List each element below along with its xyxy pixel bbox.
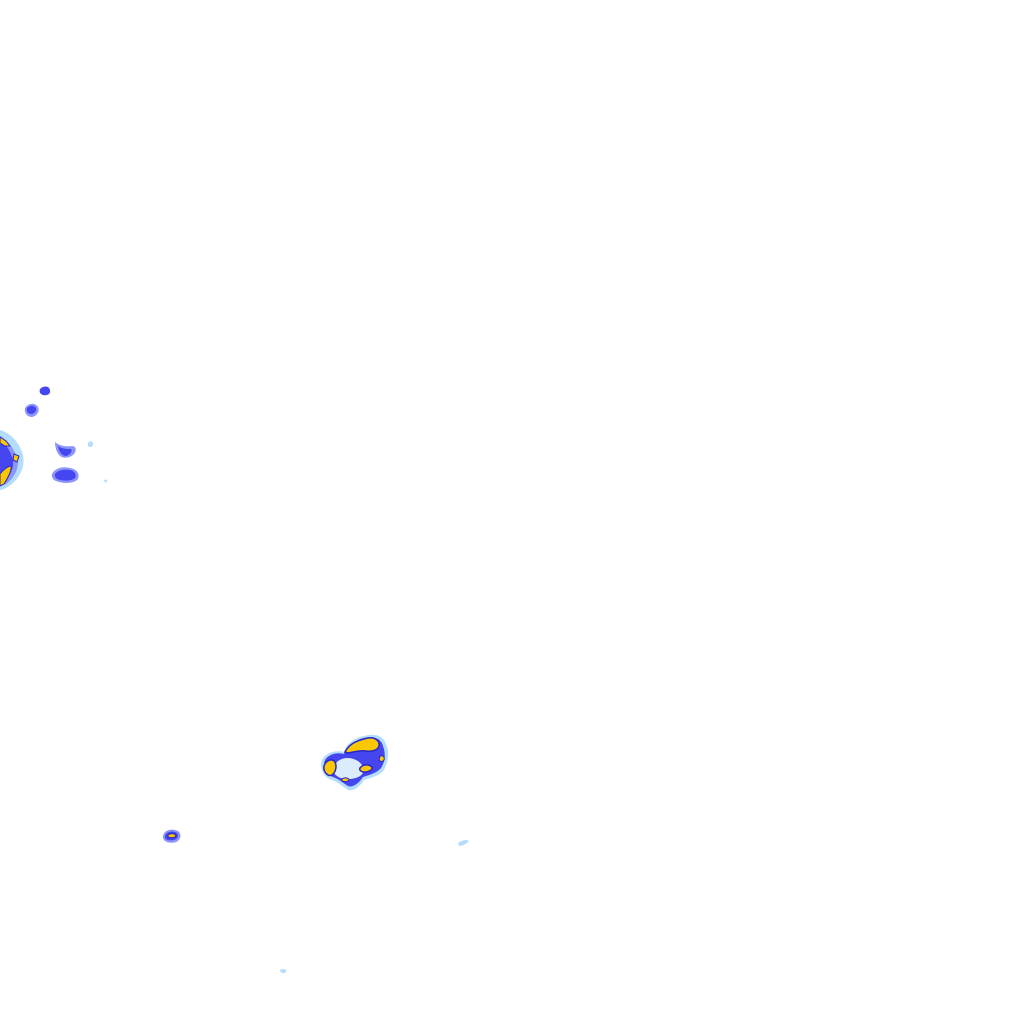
echo-speck-west-faint-2	[104, 479, 108, 483]
echo-cell-west-small-3	[55, 442, 76, 458]
echo-cell-south-west	[162, 829, 181, 843]
echo-cell-west-edge	[0, 430, 24, 490]
echo-cell-central-south	[321, 734, 389, 791]
echo-speck-far-south	[280, 968, 287, 974]
echo-speck-west-faint-1	[88, 441, 93, 448]
echo-cell-west-small-1	[39, 386, 51, 396]
echo-cell-west-small-4	[51, 467, 79, 483]
echo-speck-south-east	[458, 839, 469, 846]
echo-cell-west-small-2	[24, 403, 39, 417]
